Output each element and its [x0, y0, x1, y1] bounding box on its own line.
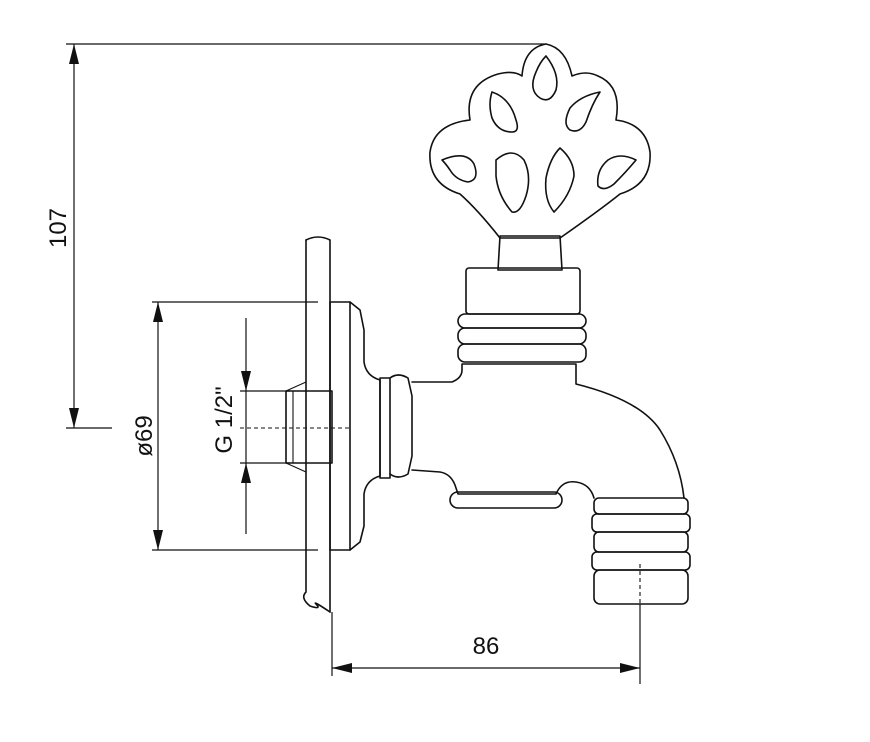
spout-hose-connector — [591, 497, 691, 605]
arrowhead-down — [153, 530, 163, 550]
ornate-handle — [429, 43, 651, 239]
dimension-flange-diameter: ø69 — [131, 301, 318, 551]
arrowhead-down — [69, 408, 79, 428]
projection-dimension-label: 86 — [473, 633, 500, 660]
flange-diameter-label: ø69 — [131, 415, 158, 456]
tap-bonnet — [457, 235, 587, 363]
dimension-projection: 86 — [331, 604, 641, 684]
thread-size-label: G 1/2" — [211, 386, 238, 453]
arrowhead-down — [241, 371, 251, 391]
arrowhead-up — [241, 463, 251, 483]
threaded-inlet — [240, 381, 352, 473]
arrowhead-up — [153, 302, 163, 322]
arrowhead-right — [620, 663, 640, 673]
height-dimension-label: 107 — [45, 208, 72, 248]
tap-body — [411, 363, 685, 509]
wall-rosette — [329, 301, 413, 551]
arrowhead-left — [332, 663, 352, 673]
dimension-height: 107 — [45, 43, 546, 429]
arrowhead-up — [69, 44, 79, 64]
dimension-thread: G 1/2" — [211, 318, 290, 534]
wall-section — [302, 236, 331, 613]
